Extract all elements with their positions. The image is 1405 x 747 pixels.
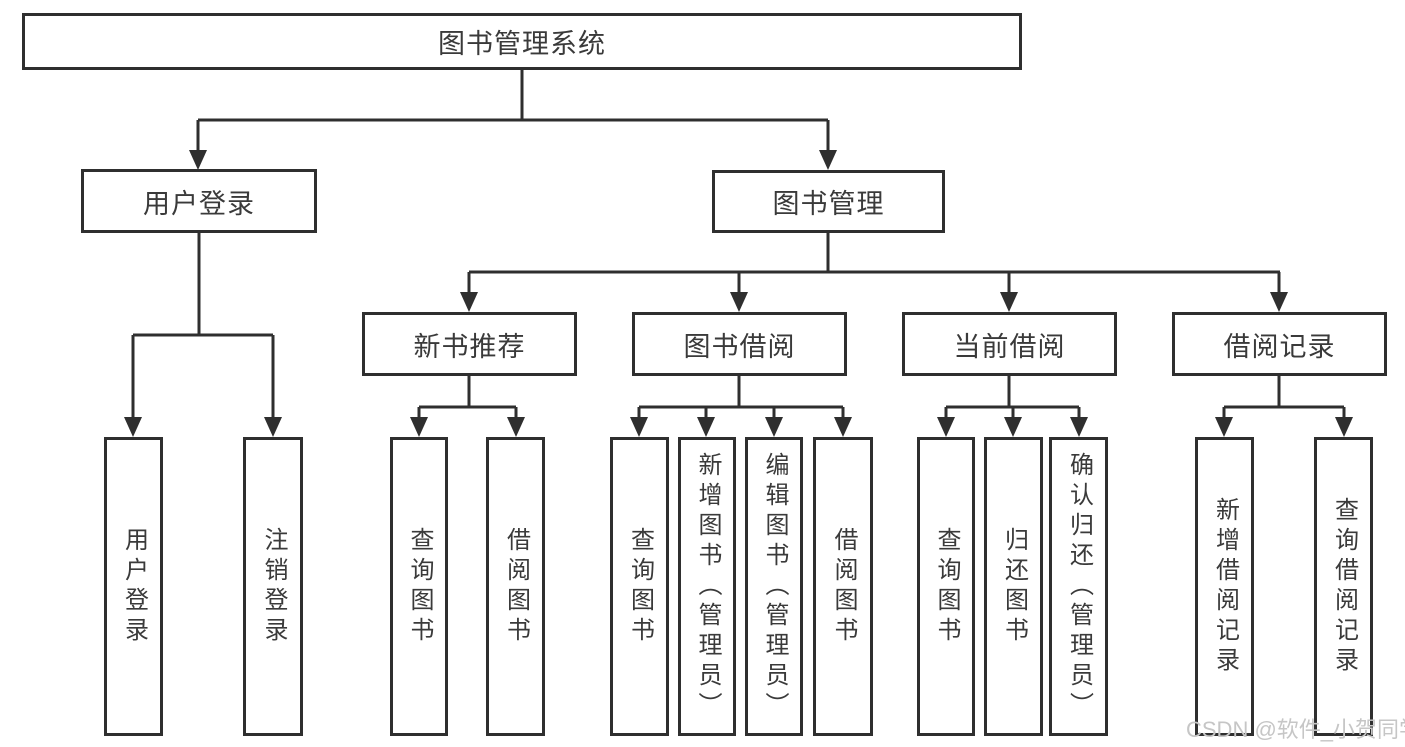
node-book-management: 图书管理: [712, 170, 945, 233]
leaf-borrow-books-2: 借阅图书: [813, 437, 873, 736]
leaf-query-books-1: 查询图书: [390, 437, 448, 736]
leaf-query-books-3: 查询图书: [917, 437, 975, 736]
node-new-book-recommend: 新书推荐: [362, 312, 577, 376]
csdn-watermark: CSDN @软件_小贺同学: [1186, 717, 1405, 742]
leaf-edit-books-admin: 编辑图书（管理员）: [745, 437, 803, 736]
node-book-borrow: 图书借阅: [632, 312, 847, 376]
leaf-borrow-books-1: 借阅图书: [486, 437, 545, 736]
node-current-borrow: 当前借阅: [902, 312, 1117, 376]
leaf-confirm-return-admin: 确认归还（管理员）: [1049, 437, 1108, 736]
node-user-login: 用户登录: [81, 169, 317, 233]
leaf-query-borrow-record: 查询借阅记录: [1314, 437, 1373, 736]
leaf-return-books: 归还图书: [984, 437, 1043, 736]
leaf-user-login: 用户登录: [104, 437, 163, 736]
node-root-library-system: 图书管理系统: [22, 13, 1022, 70]
leaf-add-books-admin: 新增图书（管理员）: [678, 437, 736, 736]
leaf-query-books-2: 查询图书: [610, 437, 669, 736]
leaf-logout: 注销登录: [243, 437, 303, 736]
leaf-add-borrow-record: 新增借阅记录: [1195, 437, 1254, 736]
node-borrow-records: 借阅记录: [1172, 312, 1387, 376]
